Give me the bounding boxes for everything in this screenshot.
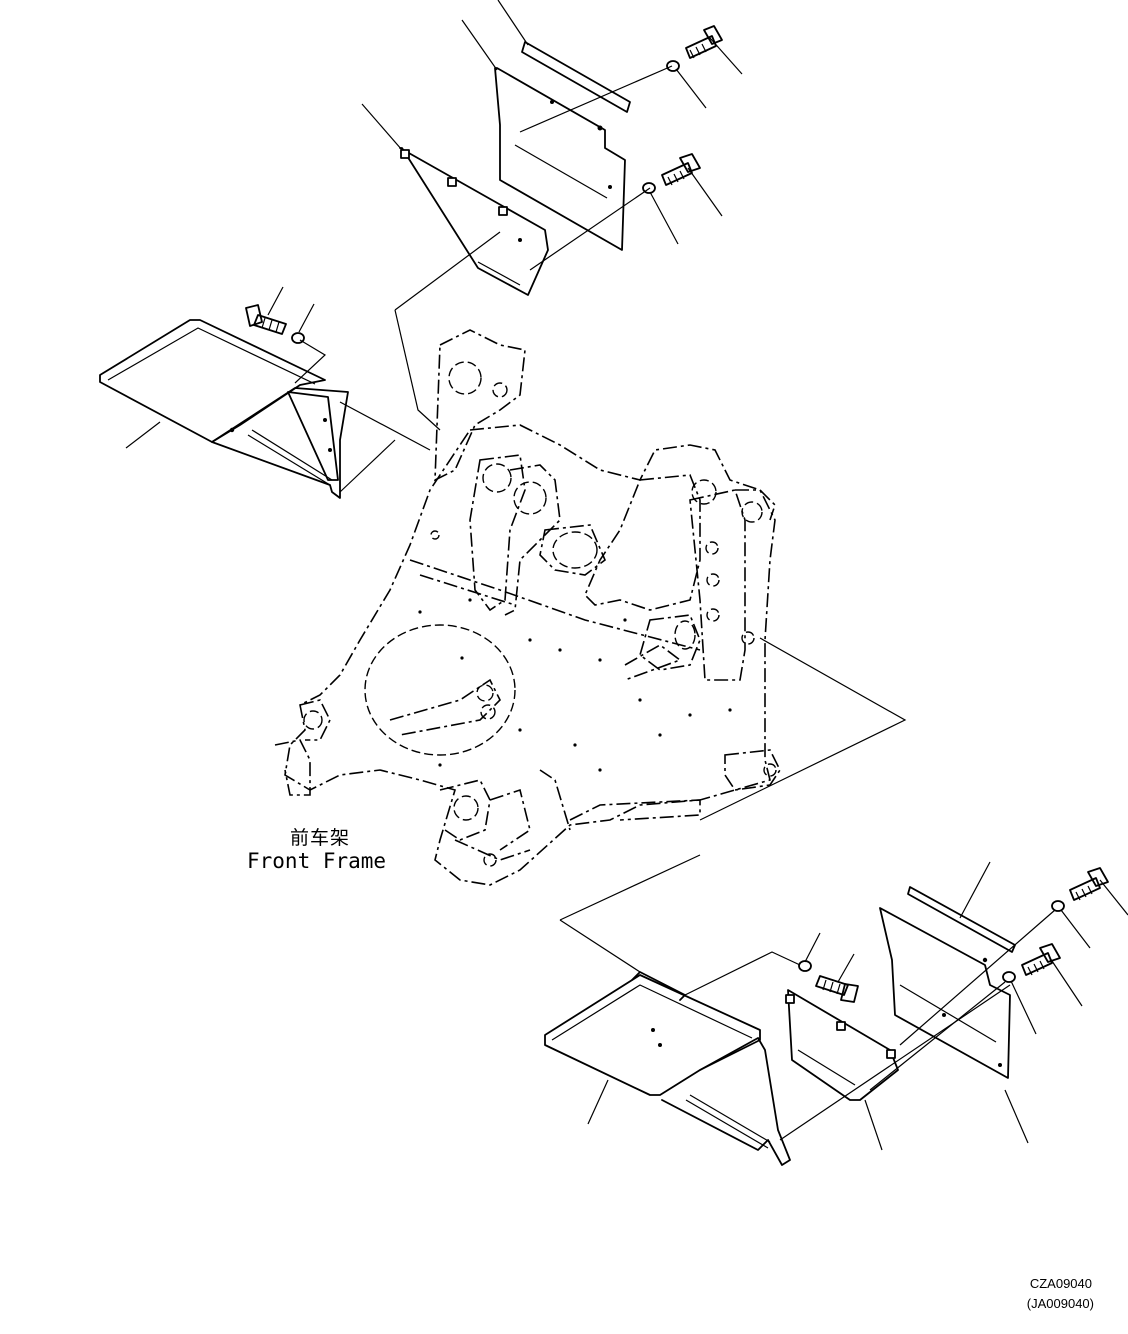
upper-bolt-1 [685,25,723,59]
upper-washer-1 [666,60,680,72]
reference-code: (JA009040) [1026,1296,1094,1311]
upper-bolt-2 [661,153,701,186]
drawing-code: CZA09040 [1029,1276,1092,1291]
left-fender-assembly [99,286,431,499]
front-frame [274,329,781,886]
frame-label-english: Front Frame [247,849,387,873]
frame-holes [418,598,732,772]
lower-washer-2 [1002,971,1016,983]
frame-label-chinese: 前车架 [290,827,351,849]
lower-bolt-2 [1021,943,1061,976]
lower-bolt-1 [1069,867,1109,901]
lower-right-fender-assembly [544,637,1128,1166]
lower-bolt-3 [815,975,859,1003]
lower-washer-1 [1051,900,1065,912]
left-bolt [245,304,287,335]
lower-washer-3 [798,960,812,972]
upper-guard-assembly [361,0,743,431]
